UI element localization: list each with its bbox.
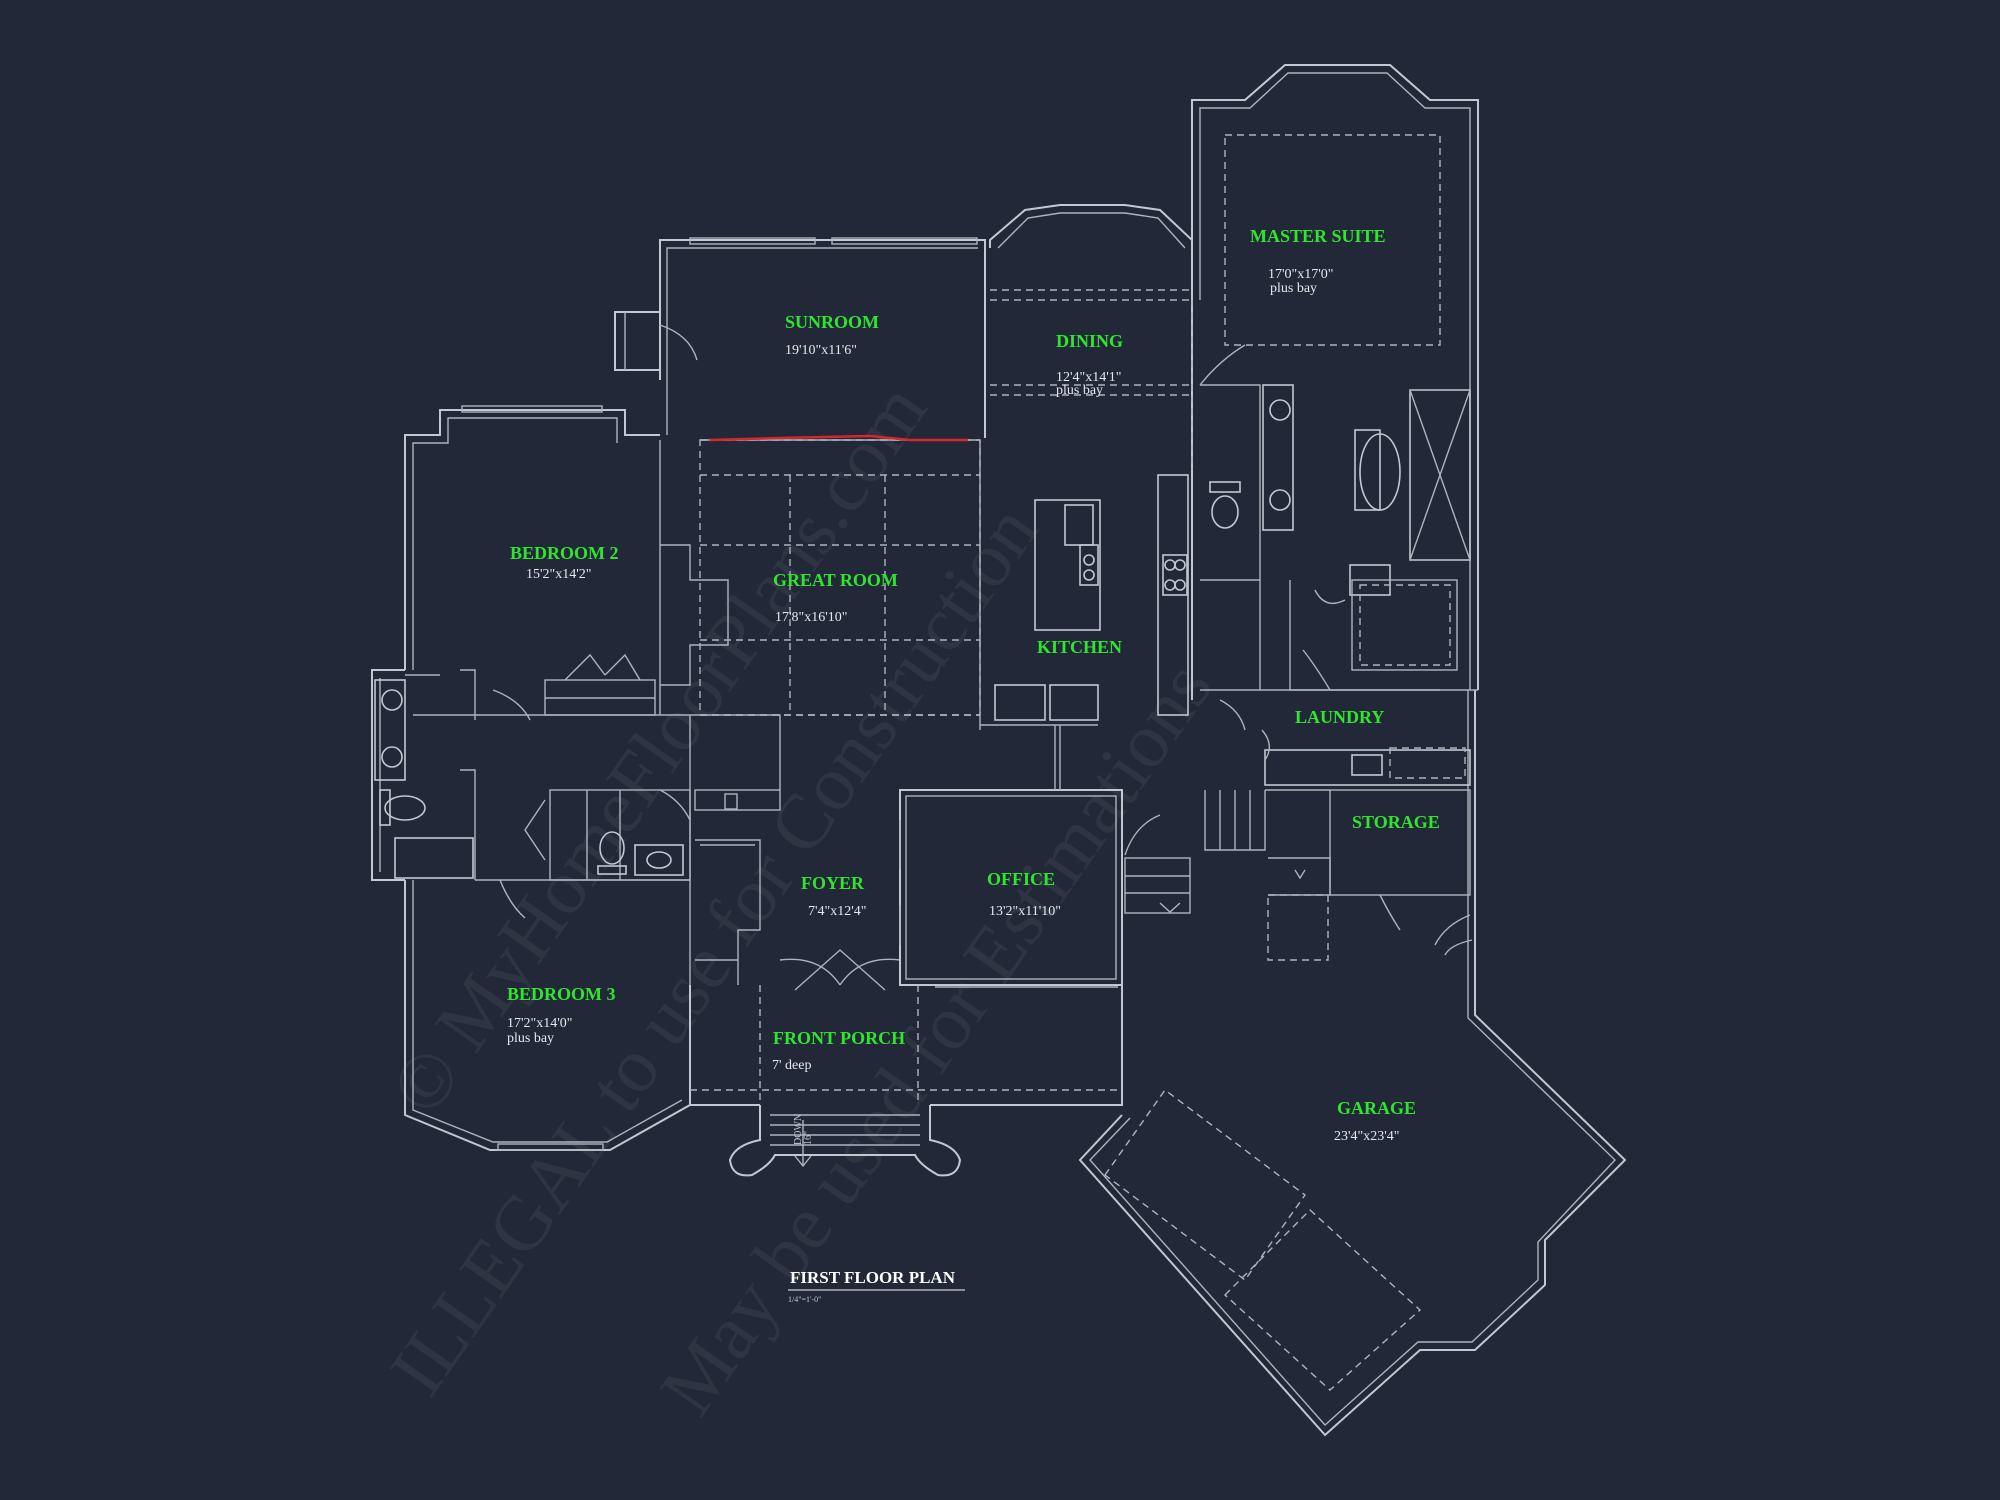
office-label: OFFICE: [987, 869, 1055, 889]
sunroom-label: SUNROOM: [785, 312, 879, 332]
stair-arrowhead: [794, 1155, 812, 1168]
foyer-label: FOYER: [801, 873, 865, 893]
office-dims: 13'2"x11'10": [989, 904, 1061, 919]
stair-rise-note: 16": [803, 1131, 814, 1145]
plan-title-block: FIRST FLOOR PLAN 1/4"=1'-0": [788, 1268, 965, 1304]
sunroom-dims: 19'10"x11'6": [785, 343, 857, 358]
foyer-dims: 7'4"x12'4": [808, 904, 866, 919]
master-suite-label: MASTER SUITE: [1250, 226, 1386, 246]
bedroom-3-dims: 17'2"x14'0": [507, 1016, 572, 1031]
great-room-label: GREAT ROOM: [773, 570, 898, 590]
garage-label: GARAGE: [1337, 1098, 1416, 1118]
dining-dims: 12'4"x14'1": [1056, 370, 1121, 385]
storage-label: STORAGE: [1352, 812, 1440, 832]
interior-walls: [374, 134, 1478, 991]
kitchen-label: KITCHEN: [1037, 637, 1122, 657]
master-suite-extra: plus bay: [1270, 281, 1317, 296]
front-porch-label: FRONT PORCH: [773, 1028, 905, 1048]
dining-extra: plus bay: [1056, 383, 1103, 398]
master-suite-dims: 17'0"x17'0": [1268, 267, 1333, 282]
dining-label: DINING: [1056, 331, 1123, 351]
great-room-dims: 17'8"x16'10": [775, 610, 847, 625]
plan-scale: 1/4"=1'-0": [788, 1295, 821, 1304]
front-porch-dims: 7' deep: [772, 1058, 811, 1073]
laundry-label: LAUNDRY: [1295, 707, 1384, 727]
bedroom-2-dims: 15'2"x14'2": [526, 567, 591, 582]
sunroom-threshold-line: [709, 434, 968, 442]
plan-title: FIRST FLOOR PLAN: [790, 1268, 956, 1287]
bedroom-3-label: BEDROOM 3: [507, 984, 616, 1004]
bedroom-3-extra: plus bay: [507, 1031, 554, 1046]
watermark-line-3: May be used for Estimations: [643, 645, 1229, 1430]
ceiling-dash-grid: [690, 289, 1193, 1105]
room-labels: SUNROOM 19'10"x11'6" DINING 12'4"x14'1" …: [507, 226, 1440, 1144]
garage-dims: 23'4"x23'4": [1334, 1129, 1399, 1144]
exterior-walls: [371, 64, 1627, 1437]
bedroom-2-label: BEDROOM 2: [510, 543, 619, 563]
stair-down-note: DOWN: [793, 1114, 804, 1145]
